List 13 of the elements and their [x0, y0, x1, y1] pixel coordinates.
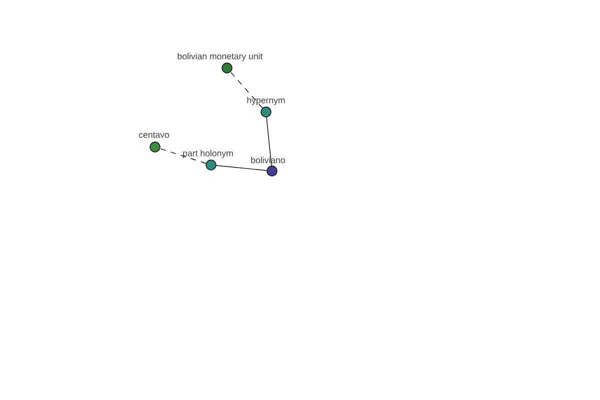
connector-line: [160, 148, 206, 164]
graph-node: [260, 106, 272, 118]
node-label: bolivian monetary unit: [178, 52, 263, 62]
graph-node: [206, 160, 216, 170]
node-label: hypernym: [247, 96, 285, 106]
graph-node: [266, 166, 278, 176]
node-label: centavo: [139, 132, 170, 138]
connector-line: [230, 72, 263, 108]
graph-node: [150, 142, 160, 152]
connector-line: [216, 165, 268, 171]
graph-node: [222, 62, 232, 74]
connector-line: [266, 116, 272, 166]
node-label: part holonym: [183, 150, 233, 158]
